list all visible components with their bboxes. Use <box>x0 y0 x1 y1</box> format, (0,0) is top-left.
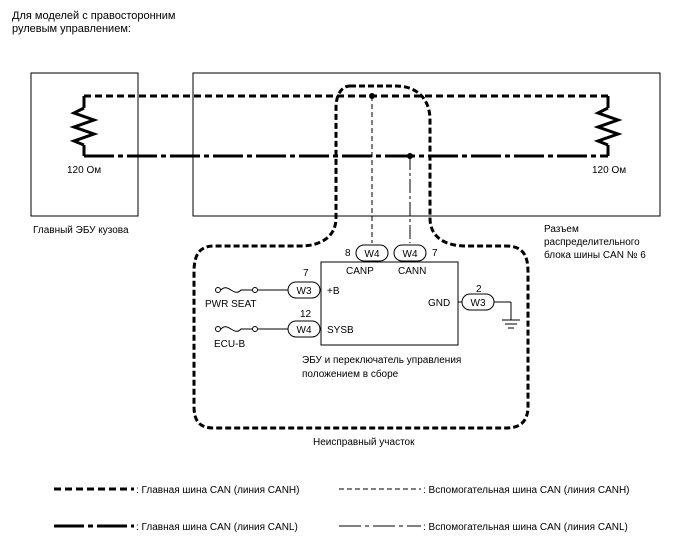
junction-label-line-2: распределительного <box>544 237 640 248</box>
left-terminator-resistor <box>69 96 99 156</box>
ecu-switch-label-line-2: положением в сборе <box>302 368 399 380</box>
cann-pin-number: 7 <box>432 248 438 259</box>
b-pin-number: 7 <box>303 268 309 279</box>
sysb-connector <box>287 320 321 338</box>
legend-aux-canh-label: : Вспомогательная шина CAN (линия CANH) <box>423 485 630 496</box>
legend-main-canh-label: : Главная шина CAN (линия CANH) <box>136 485 299 496</box>
canp-pin-number: 8 <box>345 248 351 259</box>
pwr-seat-fuse-icon <box>215 287 288 293</box>
ecu-b-fuse-icon <box>215 326 288 332</box>
canp-pin-name: CANP <box>346 266 374 277</box>
ecu-switch-assembly-box <box>320 261 459 346</box>
right-terminator-resistor <box>593 96 623 156</box>
ecu-b-label: ECU-B <box>214 339 245 350</box>
cann-pin-name: CANN <box>398 266 426 277</box>
junction-label-line-1: Разъем <box>544 224 579 235</box>
faulty-area-outline <box>192 84 530 430</box>
left-resistor-value: 120 Ом <box>67 165 101 176</box>
legend-aux-canl-label: : Вспомогательная шина CAN (линия CANL) <box>423 522 628 533</box>
main-body-ecu-box <box>30 72 139 217</box>
cann-connector-id: W4 <box>403 249 418 260</box>
ecu-switch-label-line-1: ЭБУ и переключатель управления <box>302 355 461 366</box>
main-body-ecu-label: Главный ЭБУ кузова <box>33 225 129 236</box>
legend-main-canl-label: : Главная шина CAN (линия CANL) <box>136 522 298 533</box>
header-line-1: Для моделей с правосторонним <box>12 10 175 22</box>
sysb-pin-name: SYSB <box>327 325 354 336</box>
pwr-seat-label: PWR SEAT <box>205 299 256 310</box>
sysb-connector-id: W4 <box>297 325 312 336</box>
gnd-pin-number: 2 <box>476 284 482 295</box>
gnd-pin-name: GND <box>428 298 450 309</box>
cann-connector <box>393 244 427 262</box>
faulty-area-label: Неисправный участок <box>313 437 415 448</box>
junction-label-line-3: блока шины CAN № 6 <box>544 249 646 261</box>
right-resistor-value: 120 Ом <box>592 165 626 176</box>
gnd-connector-id: W3 <box>471 298 486 309</box>
junction-connector-box <box>192 72 661 217</box>
b-connector-id: W3 <box>297 286 312 297</box>
b-pin-name: +B <box>327 286 340 297</box>
ground-icon <box>494 301 520 329</box>
canp-connector-id: W4 <box>365 249 380 260</box>
header-line-2: рулевым управлением: <box>12 23 131 35</box>
canp-connector <box>355 244 389 262</box>
sysb-pin-number: 12 <box>300 309 312 320</box>
